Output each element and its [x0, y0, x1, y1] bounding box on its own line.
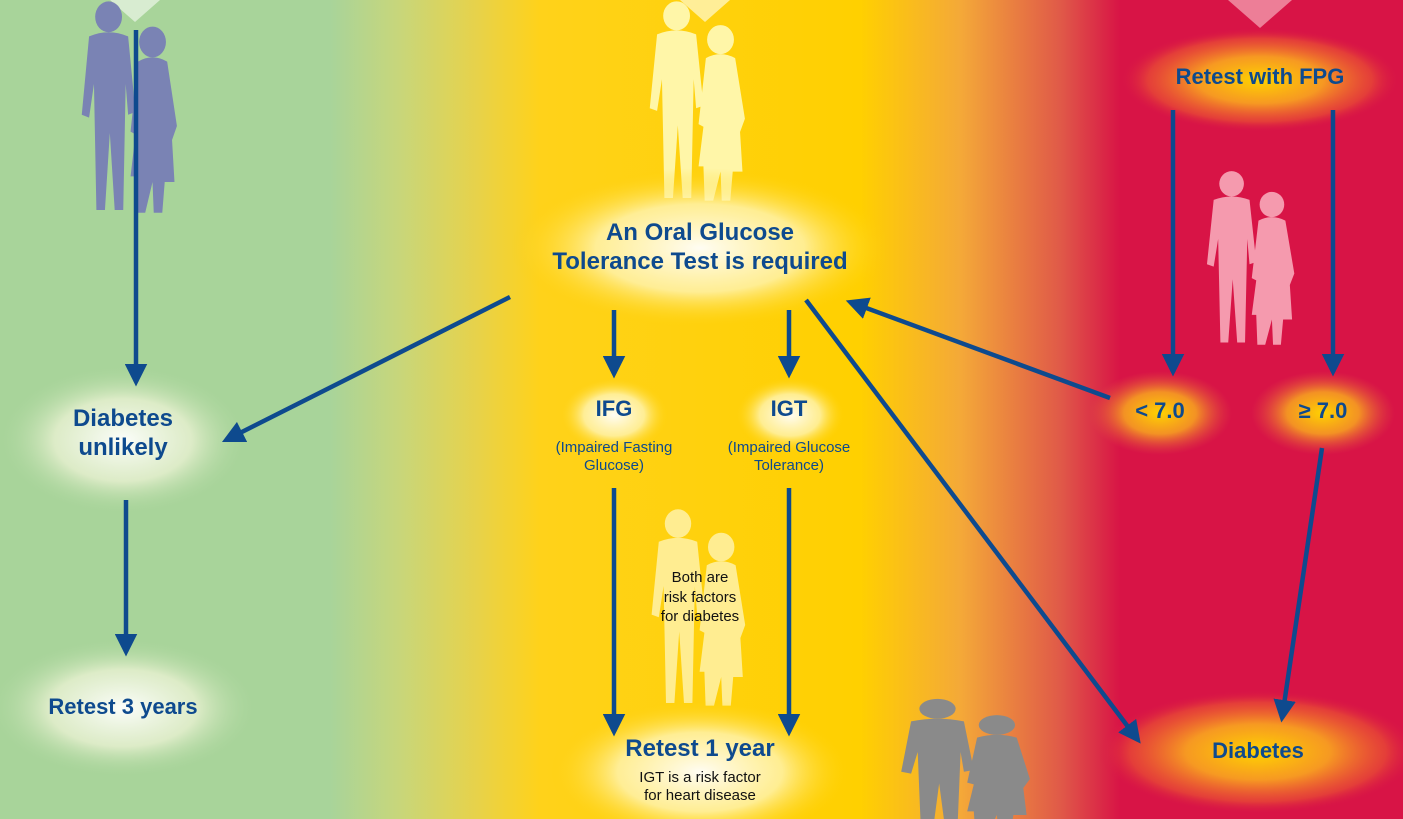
node-glow-diabetes [1098, 690, 1403, 814]
retest-1-year-label: Retest 1 year [625, 735, 775, 762]
node-glow-ifg [559, 377, 669, 453]
igt-description: (Impaired Glucose Tolerance) [699, 439, 879, 476]
node-glow-retest-fpg [1120, 28, 1400, 132]
arrow-ogtt-to-unlikely [221, 294, 512, 443]
retest-fpg-label: Retest with FPG [1175, 64, 1345, 89]
retest-3-years-label: Retest 3 years [48, 694, 198, 719]
igt-heart-line-1: IGT is a risk factor [639, 769, 761, 786]
diabetes-unlikely-line-1: Diabetes [72, 405, 174, 432]
both-line-2: risk factors [663, 588, 737, 606]
ge-7-label: ≥ 7.0 [1298, 398, 1348, 423]
diabetes-label: Diabetes [1212, 738, 1304, 763]
both-line-3: for diabetes [660, 608, 740, 625]
arrow-lt7-to-ogtt [845, 297, 1111, 401]
igt-heart-line-2: for heart disease [644, 787, 756, 805]
diabetes-unlikely-line-2: unlikely [78, 434, 168, 462]
couple-silhouette-gray [901, 698, 1030, 819]
ifg-description: (Impaired Fasting Glucose) [524, 439, 704, 476]
pointer-triangle-right [1228, 0, 1292, 28]
igt-label: IGT [770, 396, 808, 421]
node-glow-ogtt [510, 168, 890, 328]
both-line-1: Both are [671, 569, 729, 586]
node-ge-7: ≥ 7.0 [1263, 398, 1383, 425]
node-glow-diabetes-unlikely [0, 365, 248, 515]
arrow-ge7-to-diabetes [1273, 447, 1325, 723]
node-diabetes-unlikely: Diabetes unlikely [23, 404, 223, 463]
ifg-desc-line-1: (Impaired Fasting [555, 439, 673, 456]
node-glow-ge-7 [1251, 371, 1395, 455]
node-ogtt: An Oral Glucose Tolerance Test is requir… [500, 218, 900, 277]
igt-desc-line-1: (Impaired Glucose [727, 439, 851, 456]
node-retest-fpg: Retest with FPG [1140, 64, 1380, 91]
node-glow-igt [735, 377, 845, 453]
pointer-triangle-left [110, 0, 160, 22]
couple-silhouette-green [81, 1, 177, 213]
arrow-ogtt-to-diabetes [804, 298, 1141, 744]
node-ifg: IFG [554, 396, 674, 423]
ifg-desc-line-2: Glucose) [583, 457, 645, 475]
pointer-triangle-middle [680, 0, 730, 22]
couple-silhouette-red [1206, 171, 1295, 345]
node-diabetes: Diabetes [1158, 738, 1358, 765]
lt-7-label: < 7.0 [1135, 398, 1185, 423]
ogtt-line-2: Tolerance Test is required [552, 248, 848, 276]
node-glow-retest-3-years [0, 638, 258, 778]
node-igt: IGT [729, 396, 849, 423]
node-glow-lt-7 [1088, 371, 1232, 455]
node-lt-7: < 7.0 [1100, 398, 1220, 425]
node-retest-1-year: Retest 1 year [570, 734, 830, 763]
both-risk-factors-note: Both are risk factors for diabetes [630, 568, 770, 627]
ogtt-line-1: An Oral Glucose [605, 219, 795, 246]
igt-heart-note: IGT is a risk factor for heart disease [600, 769, 800, 806]
igt-desc-line-2: Tolerance) [753, 457, 825, 475]
ifg-label: IFG [595, 396, 633, 421]
node-retest-3-years: Retest 3 years [13, 694, 233, 721]
